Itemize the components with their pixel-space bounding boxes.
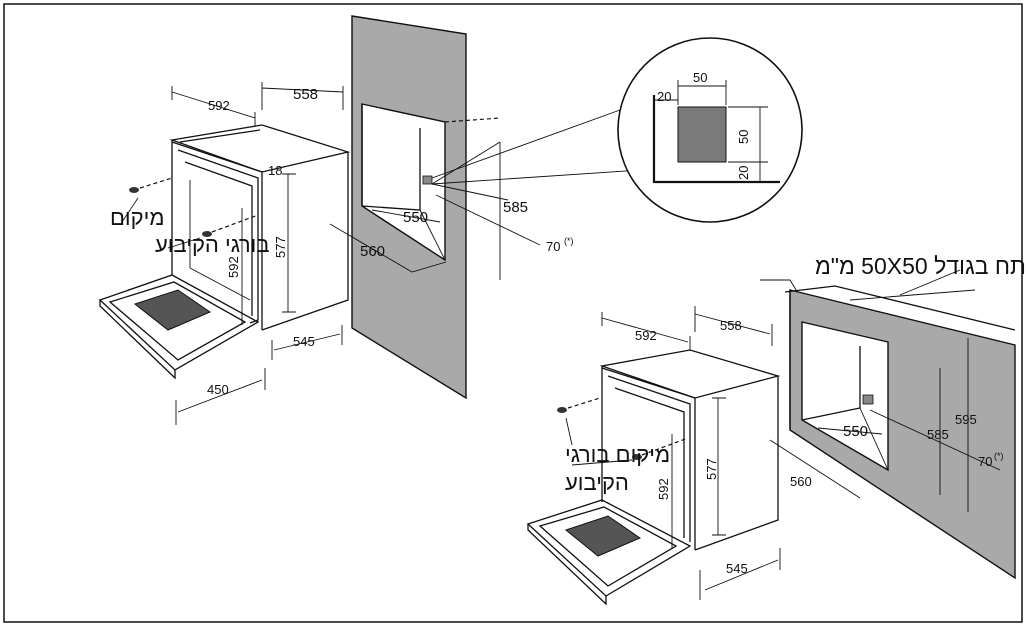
dim-bot-niche-depth: 560 (790, 474, 812, 489)
dim-bot-width: 592 (635, 328, 657, 343)
dim-top-door-height: 592 (226, 256, 241, 278)
dim-bot-door-height: 592 (656, 478, 671, 500)
dim-bot-niche-height: 585 (927, 427, 949, 442)
screws-label-top-1: מיקום (110, 205, 164, 230)
dim-niche-depth: 560 (360, 243, 385, 260)
dim-bot-niche-width: 550 (843, 423, 868, 440)
screws-label-bot-1: מיקום בורגי (565, 442, 670, 467)
dim-bot-height: 577 (704, 458, 719, 480)
dim-bot-wall-height: 595 (955, 412, 977, 427)
bottom-oven: 592 558 577 592 545 מיקום בורגי הקיבוע (526, 306, 781, 606)
detail-bottom: 20 (736, 166, 751, 180)
dim-niche-width: 550 (403, 209, 428, 226)
detail-left: 20 (657, 89, 671, 104)
opening-marker (862, 394, 874, 405)
dim-top-depth: 558 (293, 86, 318, 103)
top-wall: 550 560 585 70 (*) (329, 15, 574, 400)
opening-detail: 50 20 50 20 (431, 37, 803, 223)
dim-top-base-depth: 545 (293, 334, 315, 349)
dim-niche-height: 585 (503, 199, 528, 216)
dim-bot-base-depth: 545 (726, 561, 748, 576)
bottom-wall: 550 560 585 595 70 (*) (769, 269, 1016, 580)
detail-height: 50 (736, 130, 751, 144)
dim-bot-asterisk: (*) (994, 451, 1004, 461)
screws-label-top-2: בורגי הקיבוע (155, 232, 270, 257)
screw-icon (202, 231, 212, 237)
dim-niche-offset: 70 (546, 239, 560, 254)
dim-top-gap: 18 (268, 163, 282, 178)
screw-icon (557, 407, 567, 413)
dim-bot-depth: 558 (720, 318, 742, 333)
dim-top-height: 577 (273, 236, 288, 258)
screws-label-bot-2: הקיבוע (565, 470, 629, 495)
top-oven: 592 558 18 577 592 545 450 מיקום בורגי ה… (98, 82, 351, 425)
dim-top-width: 592 (208, 98, 230, 113)
dim-niche-asterisk: (*) (564, 236, 574, 246)
dim-bot-niche-offset: 70 (978, 454, 992, 469)
detail-width: 50 (693, 70, 707, 85)
opening-size-label: פתח בגודל 50X50 מ"מ (815, 253, 1026, 279)
dim-top-door-open: 450 (207, 382, 229, 397)
screw-icon (632, 454, 642, 460)
screw-icon (129, 187, 139, 193)
opening-marker (422, 175, 433, 185)
